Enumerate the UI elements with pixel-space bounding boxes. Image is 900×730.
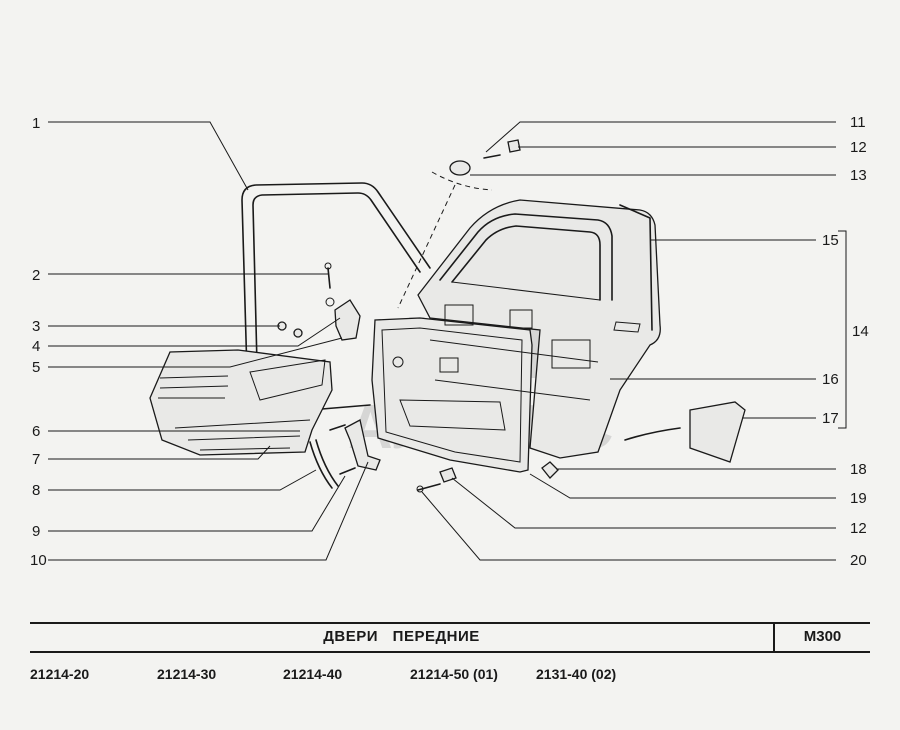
callout-3: 3 xyxy=(32,318,40,335)
plug-bolt-nut-part xyxy=(397,139,521,309)
callout-20: 20 xyxy=(850,552,867,569)
callout-8: 8 xyxy=(32,482,40,499)
door-inner-panel-part xyxy=(371,317,533,473)
title-bar: ДВЕРИ ПЕРЕДНИЕ M300 xyxy=(30,622,870,653)
callout-19: 19 xyxy=(850,490,867,507)
callout-5: 5 xyxy=(32,359,40,376)
callout-18: 18 xyxy=(850,461,867,478)
mirror-part xyxy=(624,401,746,463)
model-list: 21214-20 21214-30 21214-40 21214-50 (01)… xyxy=(0,666,900,686)
callout-7: 7 xyxy=(32,451,40,468)
model-code: 2131-40 (02) xyxy=(536,666,617,682)
door-trim-panel-part xyxy=(149,349,333,456)
callout-11: 11 xyxy=(850,114,866,131)
callout-4: 4 xyxy=(32,338,40,355)
callout-15: 15 xyxy=(822,232,839,249)
title-divider xyxy=(773,624,775,651)
exploded-door-diagram: АБТО АЛЬЯНС xyxy=(30,114,869,569)
callout-12-upper: 12 xyxy=(850,139,867,156)
page-title: ДВЕРИ ПЕРЕДНИЕ xyxy=(323,628,480,645)
callout-12-lower: 12 xyxy=(850,520,867,537)
page-code: M300 xyxy=(803,628,842,645)
callout-10: 10 xyxy=(30,552,47,569)
callout-17: 17 xyxy=(822,410,839,427)
lock-hardware-part xyxy=(277,262,361,341)
callout-13: 13 xyxy=(850,167,867,184)
model-code: 21214-40 xyxy=(283,666,343,682)
callout-16: 16 xyxy=(822,371,839,388)
model-code: 21214-20 xyxy=(30,666,90,682)
model-code: 21214-50 (01) xyxy=(410,666,498,682)
callout-14: 14 xyxy=(852,323,869,340)
callout-6: 6 xyxy=(32,423,40,440)
callout-2: 2 xyxy=(32,267,40,284)
callout-9: 9 xyxy=(32,523,40,540)
callout-1: 1 xyxy=(32,115,40,132)
callout-labels: 1 2 3 4 5 6 7 8 9 10 11 12 13 14 15 16 1… xyxy=(30,114,869,569)
door-handle-part xyxy=(309,419,381,489)
door-shell-part xyxy=(417,199,661,459)
model-code: 21214-30 xyxy=(157,666,217,682)
leader-lines xyxy=(48,121,847,561)
